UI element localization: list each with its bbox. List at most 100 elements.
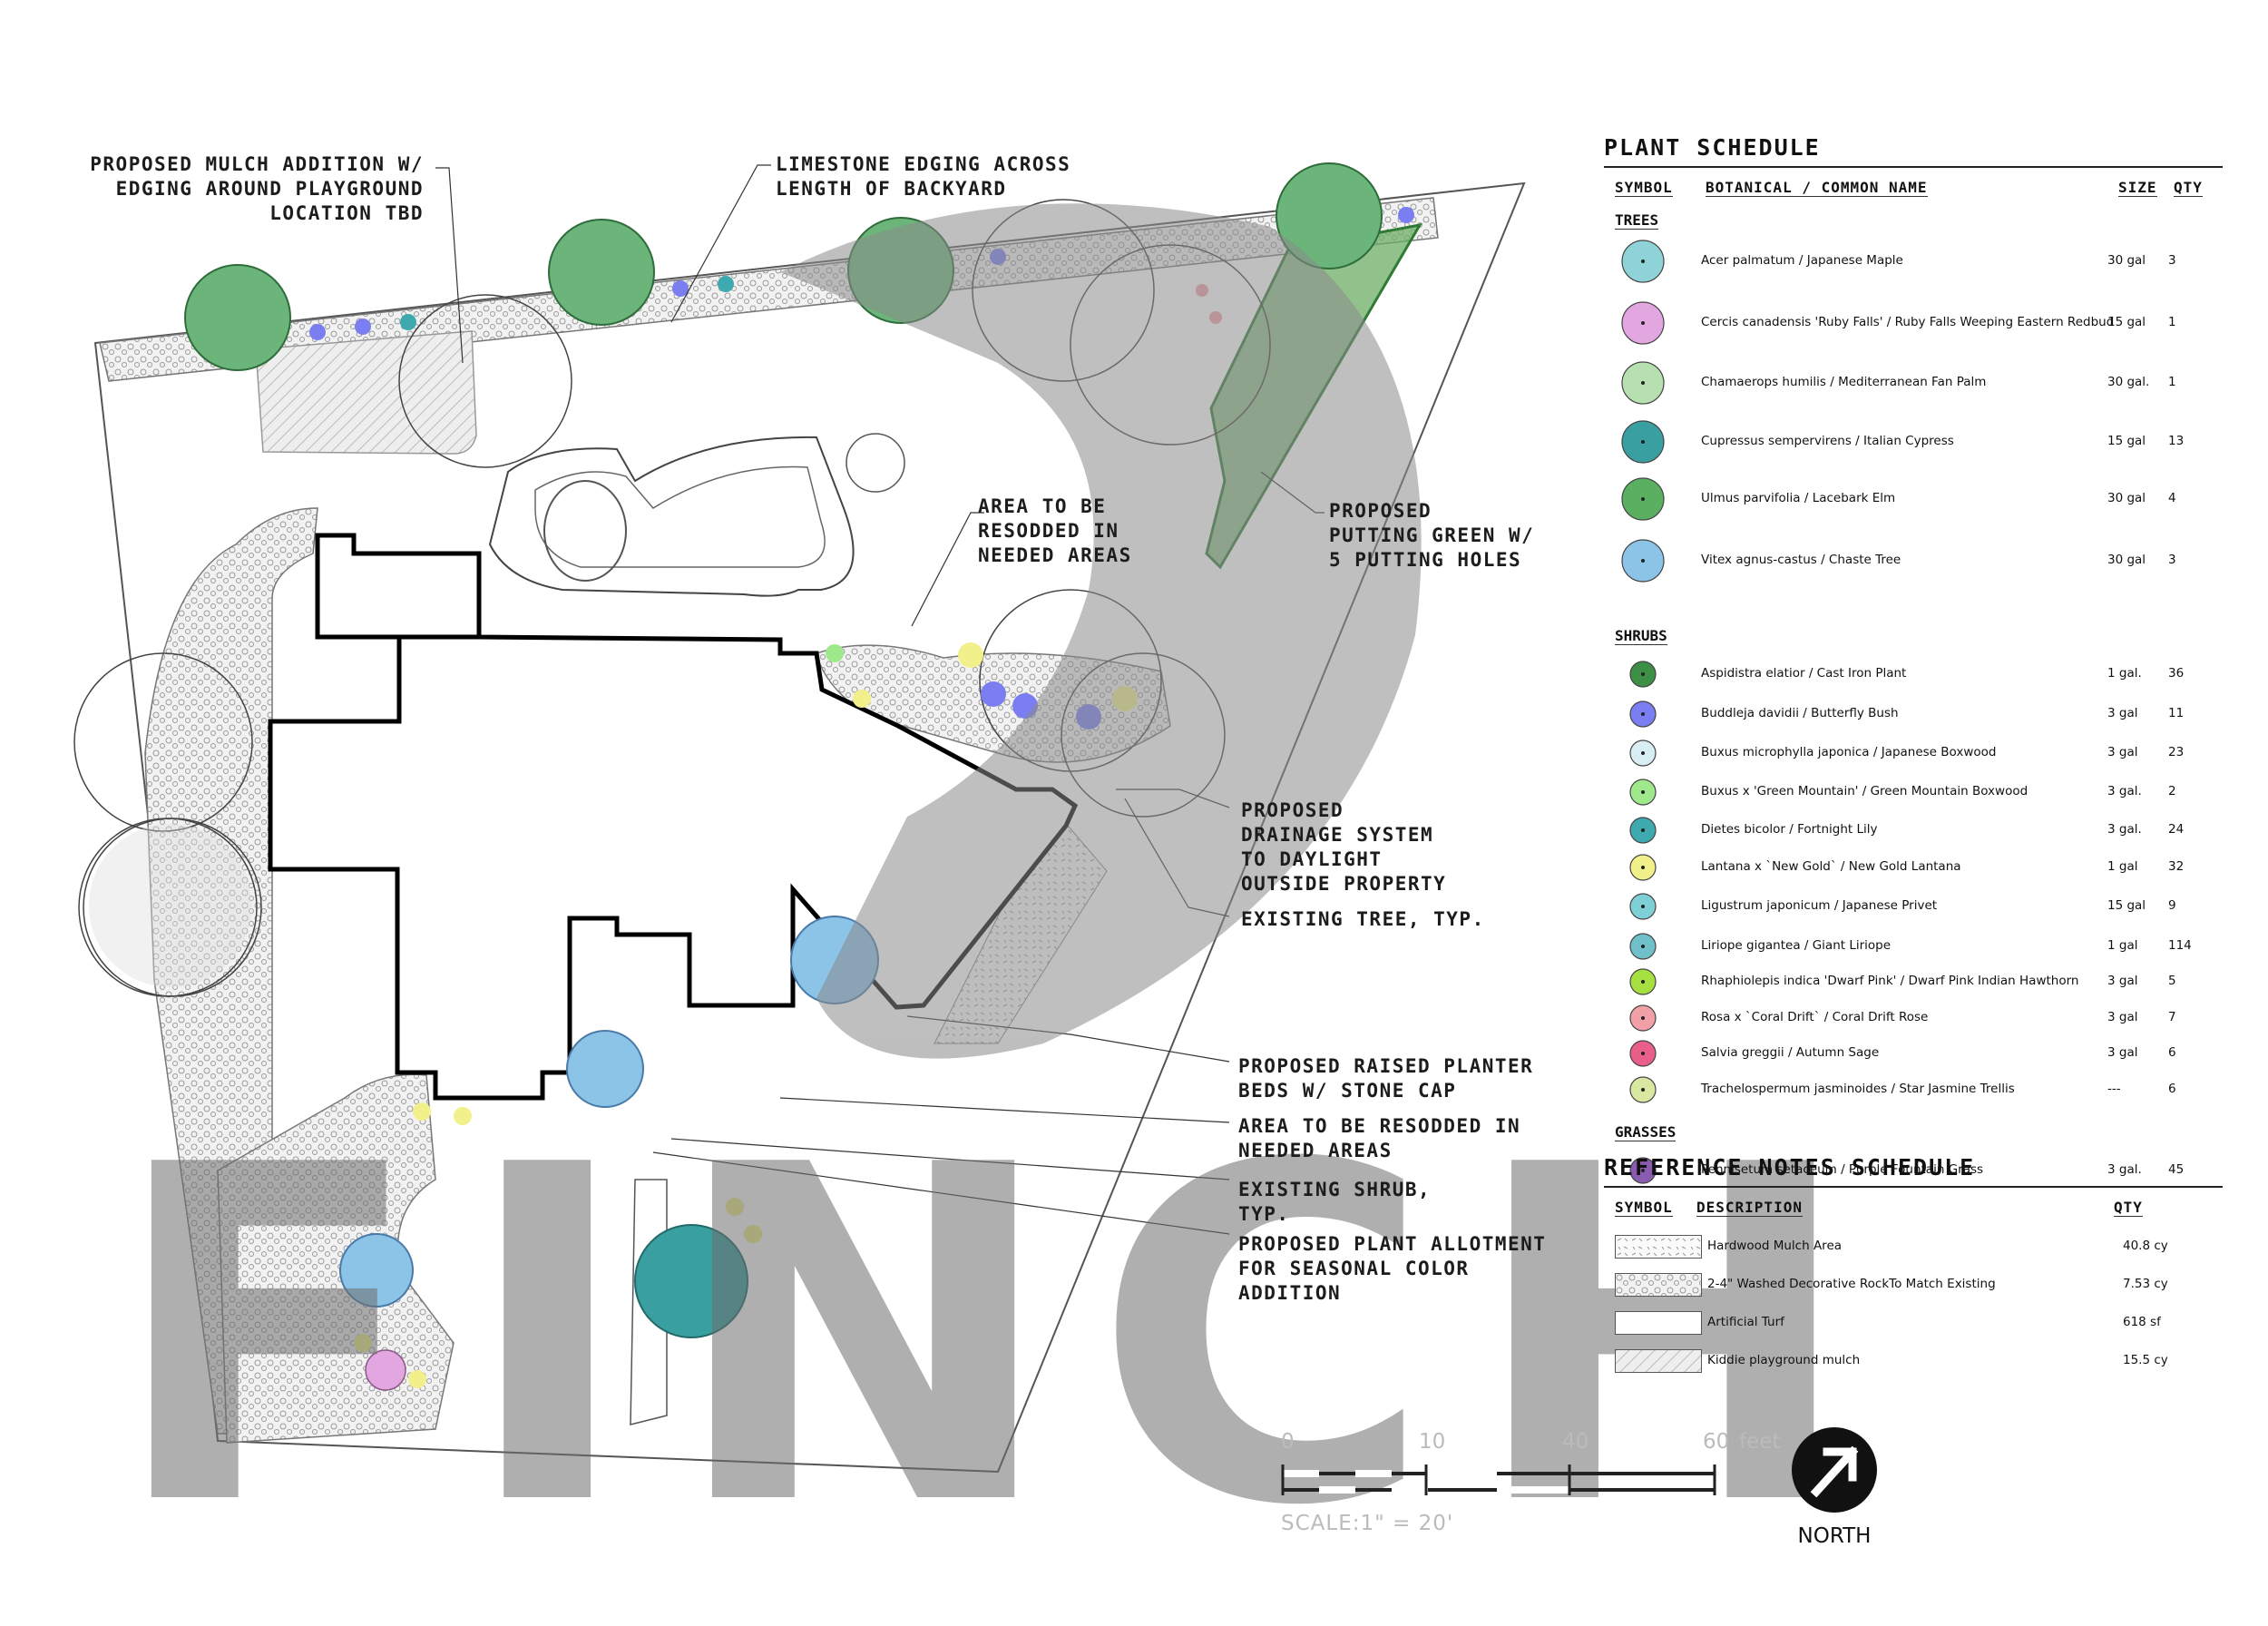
callout-line: BEDS W/ STONE CAP (1238, 1080, 1457, 1102)
plant-row: Trachelospermum jasminoides / Star Jasmi… (1604, 1076, 2223, 1103)
jasmine-icon (1629, 1076, 1657, 1103)
plant-name: Pennisetum setaceum / Purple Fountain Gr… (1701, 1162, 1984, 1177)
plant-name: Acer palmatum / Japanese Maple (1701, 253, 1903, 268)
callout-plant-allotment: PROPOSED PLANT ALLOTMENT FOR SEASONAL CO… (1238, 1232, 1546, 1306)
plant-name: Rosa x `Coral Drift` / Coral Drift Rose (1701, 1010, 1929, 1024)
plant-name: Lantana x `New Gold` / New Gold Lantana (1701, 859, 1961, 874)
reference-notes-title: REFERENCE NOTES SCHEDULE (1604, 1154, 2223, 1188)
plant-name: Liriope gigantea / Giant Liriope (1701, 938, 1892, 953)
callout-line: PUTTING GREEN W/ (1329, 524, 1535, 546)
plant-name: Cercis canadensis 'Ruby Falls' / Ruby Fa… (1701, 315, 2115, 329)
plant-size: 3 gal (2107, 745, 2138, 759)
plant-size: 3 gal (2107, 1010, 2138, 1024)
finch-watermark: FINCH (109, 203, 1856, 1607)
plant-row: Aspidistra elatior / Cast Iron Plant 1 ga… (1604, 661, 2223, 688)
scale-bar-graphic (1281, 1464, 1716, 1495)
scale-tick-0: 0 (1281, 1430, 1295, 1454)
plant-name: Buxus microphylla japonica / Japanese Bo… (1701, 745, 1997, 759)
callout-limestone-edging: LIMESTONE EDGING ACROSS LENGTH OF BACKYA… (776, 152, 1070, 201)
green-mountain-boxwood-icon (1629, 779, 1657, 806)
group-grasses: GRASSES (1615, 1123, 1677, 1141)
plant-name: Ligustrum japonicum / Japanese Privet (1701, 898, 1938, 913)
header-symbol: SYMBOL (1615, 179, 1673, 197)
callout-line: FOR SEASONAL COLOR (1238, 1258, 1470, 1279)
plant-qty: 6 (2168, 1082, 2176, 1096)
spa (543, 480, 627, 582)
callout-line: RESODDED IN (978, 520, 1119, 542)
plant-size: 15 gal (2107, 434, 2146, 448)
callout-line: 5 PUTTING HOLES (1329, 549, 1522, 571)
redbud-icon (1621, 301, 1665, 345)
plant-row: Pennisetum setaceum / Purple Fountain Gr… (1604, 1157, 2223, 1184)
fortnight-lily-icon (1629, 817, 1657, 844)
group-shrubs: SHRUBS (1615, 627, 1667, 645)
plant-name: Aspidistra elatior / Cast Iron Plant (1701, 666, 1907, 681)
plant-qty: 1 (2168, 315, 2176, 329)
header-name: BOTANICAL / COMMON NAME (1706, 179, 1928, 197)
sage-icon (1629, 1040, 1657, 1067)
callout-line: TO DAYLIGHT (1241, 848, 1383, 870)
reference-note-description: Artificial Turf (1707, 1315, 1784, 1329)
plant-qty: 23 (2168, 745, 2185, 759)
plant-schedule-header: SYMBOL BOTANICAL / COMMON NAME SIZE QTY (1604, 179, 2223, 204)
callout-raised-planter: PROPOSED RAISED PLANTER BEDS W/ STONE CA… (1238, 1054, 1533, 1103)
plant-qty: 3 (2168, 553, 2176, 567)
callout-line: PROPOSED MULCH ADDITION W/ (90, 153, 424, 175)
left-planting-bed (144, 507, 318, 1435)
rock-swatch (1615, 1273, 1702, 1297)
fountain-grass-icon (1629, 1157, 1657, 1184)
plant-size: --- (2107, 1082, 2121, 1096)
plant-qty: 36 (2168, 666, 2185, 681)
plant-size: 30 gal (2107, 553, 2146, 567)
mulch-swatch (1615, 1235, 1702, 1259)
plant-row: Chamaerops humilis / Mediterranean Fan P… (1604, 361, 2223, 405)
plant-size: 30 gal. (2107, 375, 2150, 389)
plant-qty: 7 (2168, 1010, 2176, 1024)
callout-line: NEEDED AREAS (978, 544, 1132, 566)
cast-iron-icon (1629, 661, 1657, 688)
maple-icon (1621, 240, 1665, 283)
chaste-tree-icon (1621, 539, 1665, 583)
plant-size: 3 gal. (2107, 1162, 2142, 1177)
scale-bar: 0 10 40 60 feet SCALE:1" = 20' (1281, 1430, 1789, 1548)
header-size: SIZE (2118, 179, 2157, 197)
plant-size: 3 gal. (2107, 784, 2142, 798)
callout-drainage: PROPOSED DRAINAGE SYSTEM TO DAYLIGHT OUT… (1241, 798, 1446, 896)
scale-tick-10: 10 (1419, 1430, 1446, 1454)
reference-note-description: Hardwood Mulch Area (1707, 1239, 1843, 1253)
callout-resod-top: AREA TO BE RESODDED IN NEEDED AREAS (978, 495, 1132, 568)
plant-row: Buxus microphylla japonica / Japanese Bo… (1604, 740, 2223, 767)
japanese-boxwood-icon (1629, 740, 1657, 767)
header-qty: QTY (2114, 1199, 2143, 1217)
rose-icon (1629, 1004, 1657, 1032)
scale-unit: feet (1739, 1430, 1781, 1454)
plant-row: Rosa x `Coral Drift` / Coral Drift Rose 3… (1604, 1004, 2223, 1032)
plant-qty: 5 (2168, 974, 2176, 988)
plant-qty: 114 (2168, 938, 2192, 953)
plant-qty: 2 (2168, 784, 2176, 798)
reference-note-qty: 7.53 cy (2123, 1277, 2168, 1291)
plant-size: 15 gal (2107, 315, 2146, 329)
plant-name: Chamaerops humilis / Mediterranean Fan P… (1701, 375, 1987, 389)
reference-note-description: 2-4" Washed Decorative RockTo Match Exis… (1707, 1277, 1996, 1291)
butterfly-bush-icon (1629, 700, 1657, 728)
plant-schedule-body: TREES SHRUBS GRASSES Acer palmatum / Jap… (1604, 204, 2223, 1184)
callout-line: NEEDED AREAS (1238, 1140, 1393, 1161)
header-qty: QTY (2174, 179, 2203, 197)
plant-row: Rhaphiolepis indica 'Dwarf Pink' / Dwarf… (1604, 968, 2223, 995)
plant-qty: 11 (2168, 706, 2185, 720)
plant-size: 1 gal. (2107, 666, 2142, 681)
hatch-swatch (1615, 1349, 1702, 1373)
cypress-icon (1621, 420, 1665, 464)
plant-qty: 3 (2168, 253, 2176, 268)
north-arrow-icon (1792, 1427, 1877, 1513)
callout-putting-green: PROPOSED PUTTING GREEN W/ 5 PUTTING HOLE… (1329, 499, 1534, 573)
scale-text: SCALE:1" = 20' (1281, 1512, 1454, 1535)
